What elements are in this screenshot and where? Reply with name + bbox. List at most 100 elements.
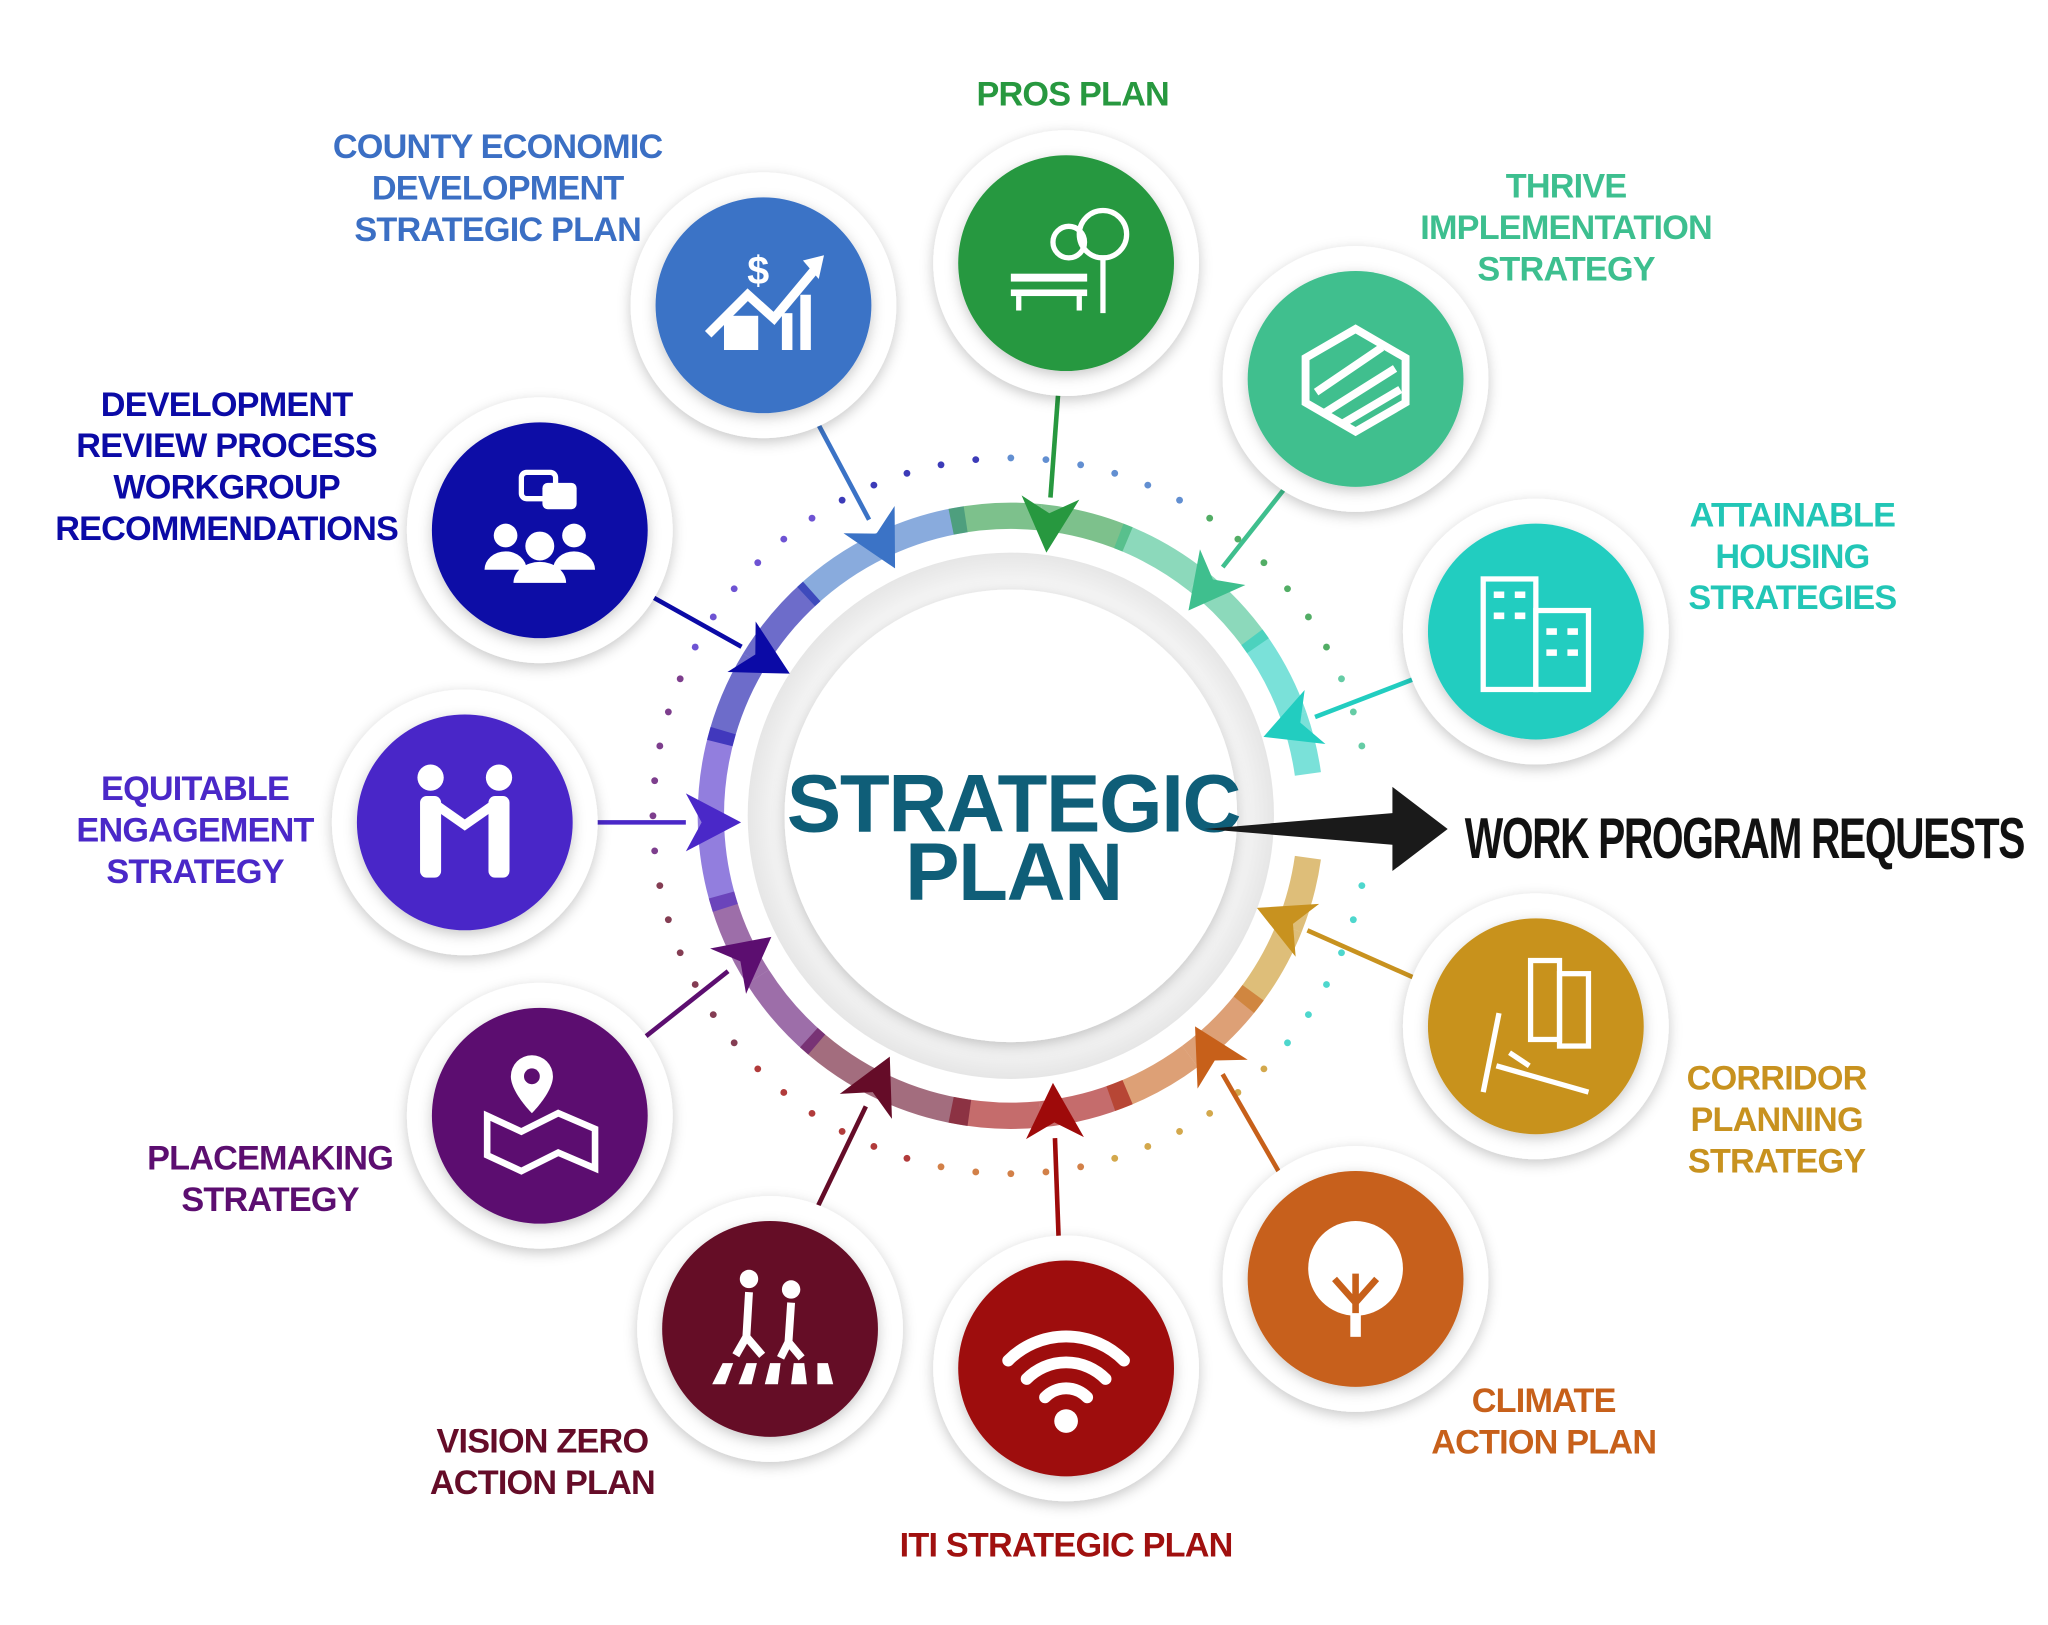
ring-dot: [664, 916, 672, 924]
ring-dot: [709, 1011, 717, 1019]
output-arrow: [1204, 786, 1448, 872]
ring-dot: [691, 643, 699, 651]
label-line: DEVELOPMENT: [372, 169, 625, 207]
label-line: PLACEMAKING: [147, 1140, 393, 1178]
ring-dot: [937, 461, 945, 469]
node-corridor-planning: [1402, 893, 1669, 1160]
ring-segment: [707, 653, 766, 747]
ring-dot: [1111, 1154, 1119, 1162]
label-line: PLANNING: [1690, 1101, 1862, 1139]
label-line: CORRIDOR: [1687, 1059, 1867, 1097]
ring-dot: [1358, 882, 1366, 890]
node-circle: [958, 155, 1174, 372]
ring-dot: [691, 981, 699, 988]
label-line: STRATEGY: [181, 1181, 359, 1219]
node-development-review: [406, 397, 673, 664]
label-line: STRATEGY: [106, 853, 284, 891]
ring-dot: [1260, 559, 1268, 567]
ring-dot: [838, 496, 846, 504]
label-line: RECOMMENDATIONS: [55, 510, 398, 548]
label-line: STRATEGIES: [1688, 579, 1896, 617]
dotted-ring: [649, 454, 1366, 1178]
ring-dot: [1358, 742, 1366, 750]
node-pros-plan: [933, 130, 1199, 397]
node-vision-zero: [637, 1196, 903, 1462]
node-placemaking: [406, 982, 673, 1249]
label-line: PROS PLAN: [976, 75, 1168, 113]
ring-segment: [1181, 984, 1264, 1067]
label-line: IMPLEMENTATION: [1420, 209, 1712, 247]
label-line: EQUITABLE: [101, 770, 289, 808]
ring-dot: [1349, 708, 1357, 716]
ring-dot: [1323, 981, 1330, 988]
park-bench-trees-icon: [1010, 207, 1130, 314]
ring-dot: [972, 456, 980, 464]
map-pin-icon: [483, 1055, 599, 1175]
arrowhead-icon: [1263, 689, 1326, 745]
work-program-requests-label: WORK PROGRAM REQUESTS: [1465, 807, 2024, 871]
ring-dot: [1338, 675, 1345, 683]
node-circle: [662, 1221, 878, 1437]
arrowhead-icon: [843, 506, 896, 569]
handshake-people-icon: [417, 764, 513, 878]
house-dollar-growth-icon: $: [704, 249, 824, 350]
center-title-line1: STRATEGIC: [787, 759, 1240, 850]
placemaking-arrow: [623, 936, 772, 1055]
label-line: HOUSING: [1715, 538, 1869, 576]
ring-dot: [808, 514, 816, 522]
arrowhead-icon: [1188, 549, 1246, 611]
thrive-logo-icon: [1301, 324, 1410, 437]
label-line: ACTION PLAN: [430, 1464, 655, 1502]
ring-dot: [937, 1163, 945, 1171]
ring-dot: [1144, 481, 1152, 489]
label-line: REVIEW PROCESS: [76, 427, 377, 465]
ring-dot: [1007, 1170, 1015, 1178]
climate-action-arrow: [1195, 1026, 1292, 1192]
node-circle: [958, 1260, 1174, 1477]
ring-dot: [1323, 643, 1330, 651]
ring-dot: [1206, 514, 1214, 522]
ring-dot: [1284, 1039, 1291, 1047]
ring-dot: [649, 812, 657, 820]
ring-dot: [870, 481, 878, 489]
ring-segment: [1113, 523, 1205, 591]
label-line: STRATEGIC PLAN: [354, 211, 641, 249]
ring-dot: [676, 675, 684, 683]
node-equitable-engagement: [331, 689, 598, 956]
ring-dot: [1234, 535, 1242, 543]
ring-dot: [676, 949, 684, 957]
node-iti-strategic: [933, 1235, 1199, 1502]
ring-dot: [780, 535, 788, 543]
ring-dot: [808, 1109, 816, 1117]
label-line: CLIMATE: [1472, 1382, 1616, 1420]
arrowhead-icon: [1195, 1026, 1248, 1089]
ring-dot: [730, 1039, 738, 1047]
center-title-line2: PLAN: [905, 827, 1122, 918]
ring-dot: [780, 1089, 788, 1096]
arrowhead-icon: [839, 1056, 892, 1119]
ring-dot: [1284, 585, 1291, 593]
ring-dot: [656, 742, 664, 750]
node-attainable-housing: [1402, 498, 1669, 765]
label-line: STRATEGY: [1688, 1142, 1866, 1180]
wifi-icon: [1002, 1330, 1130, 1433]
node-thrive: [1222, 246, 1489, 512]
ring-dot: [1077, 1163, 1085, 1171]
label-line: ITI STRATEGIC PLAN: [900, 1527, 1233, 1565]
label-line: ENGAGEMENT: [76, 811, 314, 849]
arrowhead-icon: [685, 793, 742, 852]
arrowhead-icon: [710, 936, 772, 994]
ring-segment: [877, 1075, 972, 1126]
ring-dot: [1176, 496, 1183, 504]
ring-dot: [1349, 916, 1357, 924]
ring-dot: [1111, 469, 1119, 477]
ring-dot: [656, 882, 664, 890]
